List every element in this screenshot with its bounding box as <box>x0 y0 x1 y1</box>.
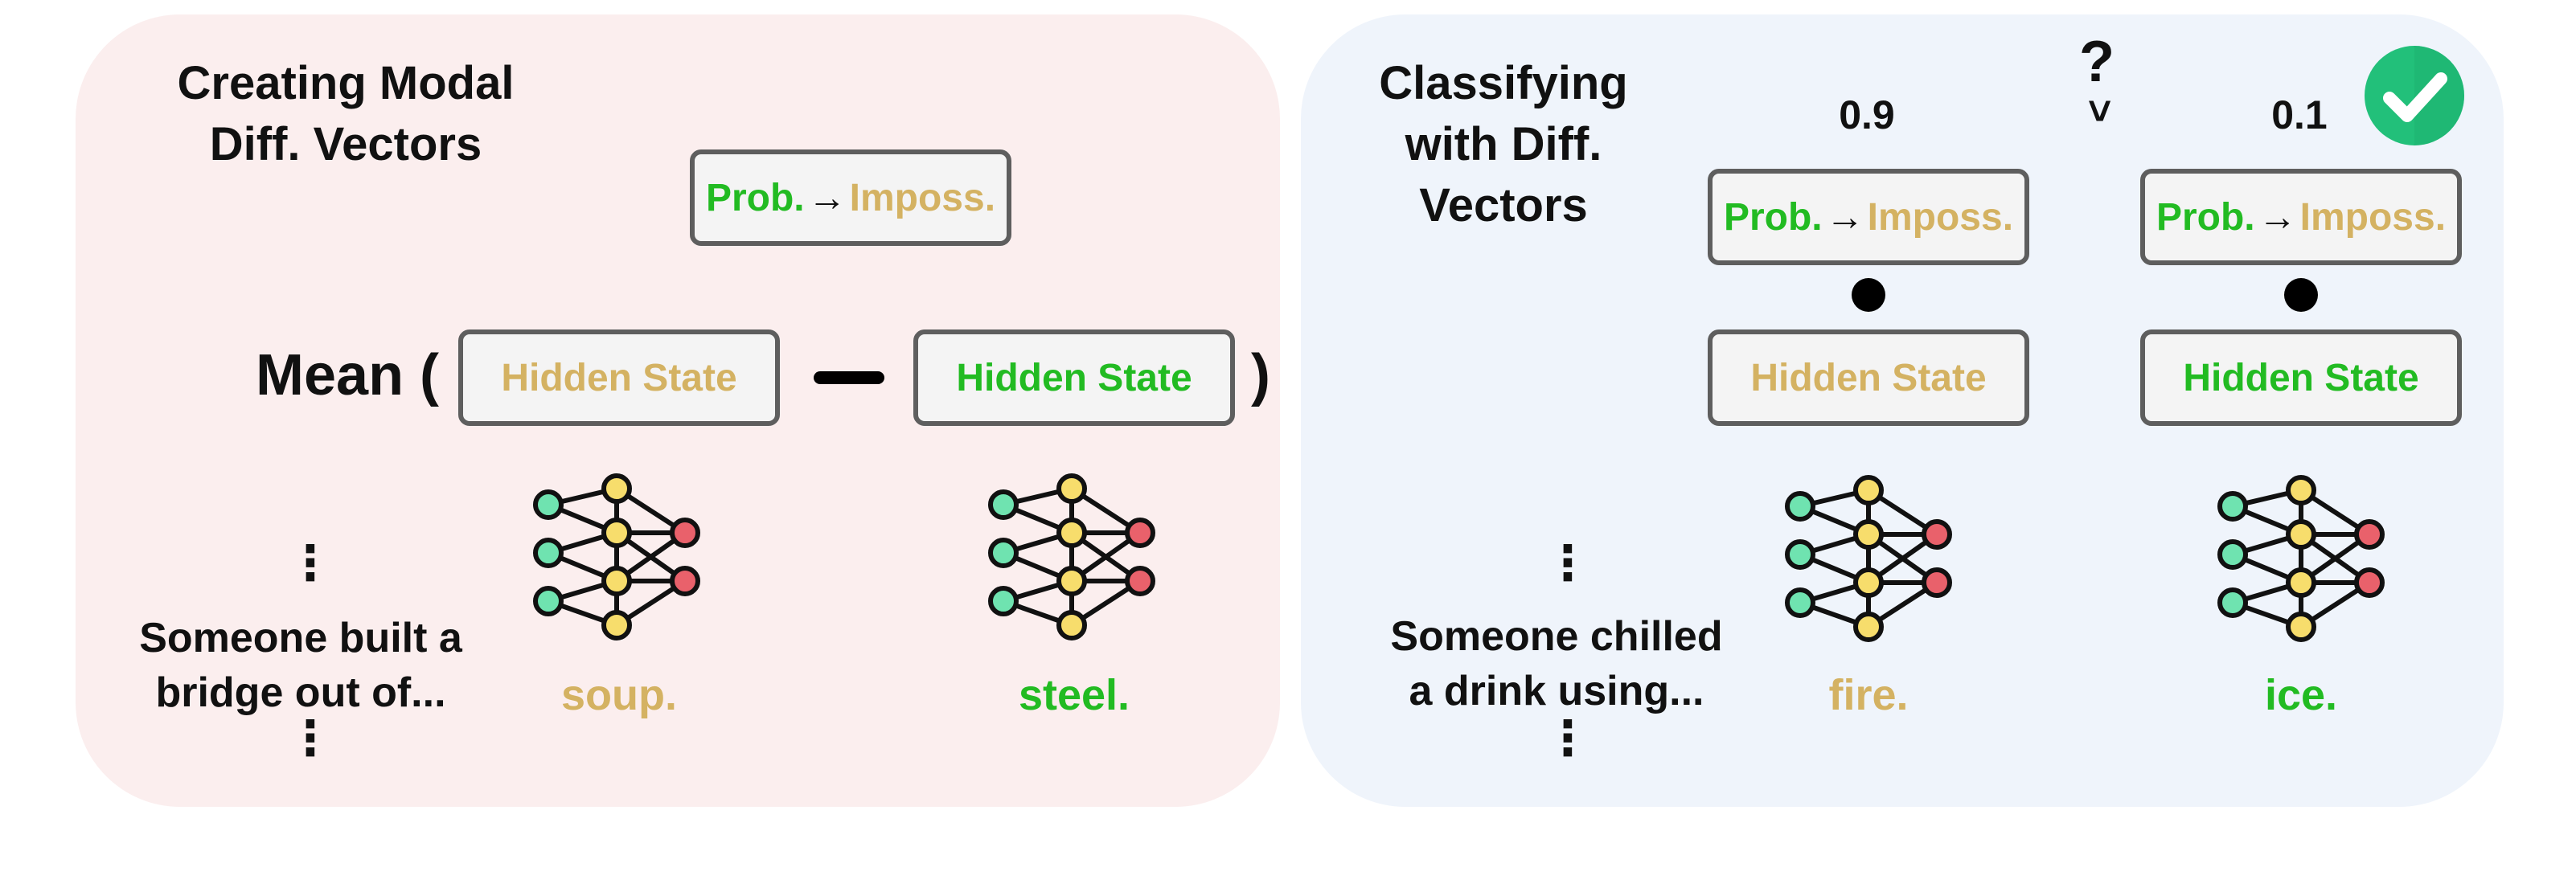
score-fire: 0.9 <box>1839 92 1895 137</box>
right-title-line2: with Diff. <box>1405 118 1602 170</box>
left-title-line2: Diff. Vectors <box>209 118 482 170</box>
prompt-line2: a drink using... <box>1409 668 1704 714</box>
arrow-right-icon: → <box>2258 195 2297 239</box>
diff-vector-box-fire: Prob.→Imposs. <box>1708 169 2029 265</box>
right-title-line1: Classifying <box>1379 57 1628 109</box>
neural-network-icon <box>1785 475 1952 642</box>
diff-vector-to: Imposs. <box>1867 195 2014 239</box>
dot-product-icon <box>1852 278 1885 312</box>
diff-vector-from: Prob. <box>1723 195 1823 239</box>
arrow-right-icon: → <box>807 176 847 219</box>
neural-network-icon <box>988 473 1155 640</box>
neural-network-icon <box>533 473 700 640</box>
completion-soup: soup. <box>561 671 677 719</box>
diff-vector-from: Prob. <box>2156 195 2255 239</box>
right-title-line3: Vectors <box>1419 179 1588 231</box>
close-paren: ) <box>1251 343 1270 407</box>
prompt-line1: Someone built a <box>139 615 462 661</box>
prompt-text-right: Someone chilled a drink using... <box>1339 609 1774 718</box>
vertical-ellipsis-bottom: ⋮ <box>286 711 334 765</box>
left-title-line1: Creating Modal <box>177 57 515 109</box>
dot-product-icon <box>2284 278 2318 312</box>
score-ice: 0.1 <box>2271 92 2328 137</box>
minus-sign <box>814 371 884 384</box>
hidden-state-box-fire: Hidden State <box>1708 329 2029 426</box>
greater-than-sign: > <box>2078 99 2123 123</box>
prompt-line2: bridge out of... <box>155 669 446 716</box>
mean-label: Mean ( <box>256 343 440 407</box>
neural-network-icon <box>2217 475 2385 642</box>
diff-vector-box-left: Prob.→Imposs. <box>690 149 1011 246</box>
diff-vector-box-ice: Prob.→Imposs. <box>2140 169 2462 265</box>
diff-vector-from: Prob. <box>705 176 805 219</box>
hidden-state-box-steel: Hidden State <box>913 329 1235 426</box>
prompt-line1: Someone chilled <box>1390 613 1723 660</box>
vertical-ellipsis-top: ⋮ <box>1544 536 1592 590</box>
right-title: Classifying with Diff. Vectors <box>1335 53 1672 236</box>
arrow-right-icon: → <box>1825 195 1864 239</box>
vertical-ellipsis-top: ⋮ <box>286 536 334 590</box>
completion-fire: fire. <box>1828 671 1909 719</box>
hidden-state-box-ice: Hidden State <box>2140 329 2462 426</box>
diff-vector-to: Imposs. <box>2299 195 2447 239</box>
left-title: Creating Modal Diff. Vectors <box>137 53 555 175</box>
check-circle-icon <box>2365 46 2464 145</box>
prompt-text-left: Someone built a bridge out of... <box>100 611 502 720</box>
question-mark: ? <box>2079 30 2115 94</box>
completion-ice: ice. <box>2264 671 2338 719</box>
hidden-state-box-soup: Hidden State <box>458 329 780 426</box>
diff-vector-to: Imposs. <box>849 176 996 219</box>
completion-steel: steel. <box>1018 671 1130 719</box>
vertical-ellipsis-bottom: ⋮ <box>1544 711 1592 765</box>
